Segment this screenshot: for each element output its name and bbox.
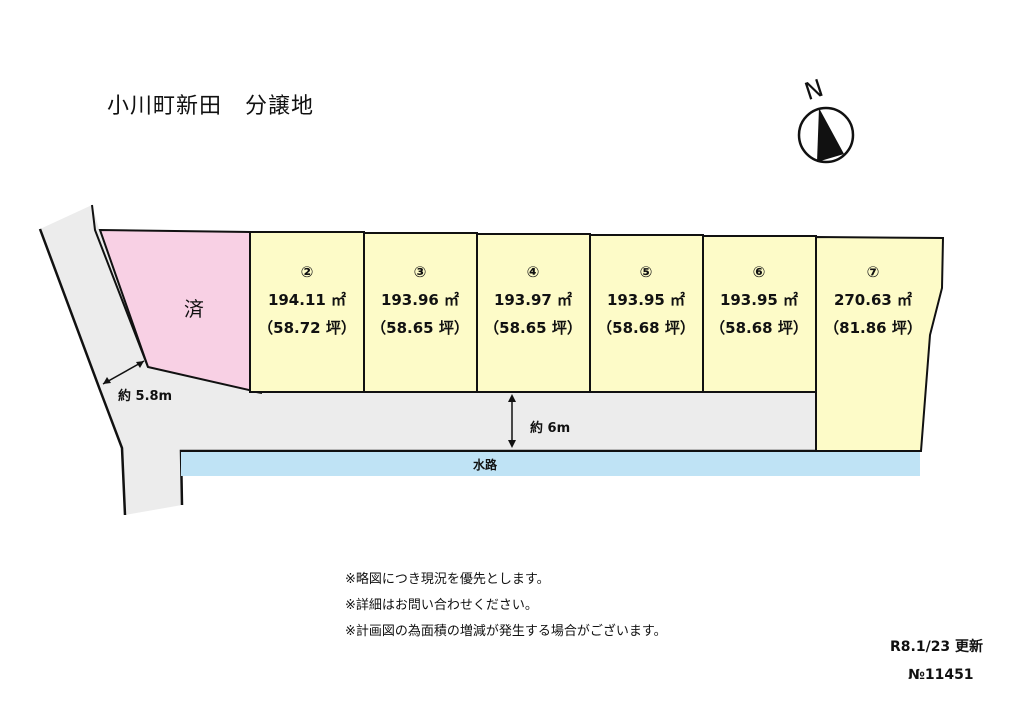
lot-area-m2: 194.11 ㎡ xyxy=(267,291,347,309)
lot-area-tsubo: （58.72 坪） xyxy=(258,319,356,337)
lot-5[interactable] xyxy=(589,234,704,393)
note-3: ※計画図の為面積の増減が発生する場合がございます。 xyxy=(345,624,667,639)
lot-area-tsubo: （81.86 坪） xyxy=(824,319,922,337)
dimension-arrow-5-8m xyxy=(102,360,145,385)
road-edge-bottom xyxy=(179,449,816,506)
lot-number: ⑤ xyxy=(639,263,653,281)
road-edge-left xyxy=(38,228,127,516)
lot-number: ④ xyxy=(526,263,540,281)
lot-4-label[interactable]: ④ 193.97 ㎡ （58.65 坪） xyxy=(478,258,588,342)
lot-area-tsubo: （58.68 坪） xyxy=(597,319,695,337)
north-compass-icon xyxy=(797,106,855,164)
road xyxy=(40,205,816,515)
lot-6-label[interactable]: ⑥ 193.95 ㎡ （58.68 坪） xyxy=(704,258,814,342)
lot-area-m2: 193.96 ㎡ xyxy=(380,291,460,309)
waterway xyxy=(181,452,920,476)
lot-area-m2: 193.95 ㎡ xyxy=(719,291,799,309)
lot-area-tsubo: （58.65 坪） xyxy=(371,319,469,337)
main-road-width: 約 6m xyxy=(530,421,571,436)
note-2: ※詳細はお問い合わせください。 xyxy=(345,598,538,613)
road-edge-right xyxy=(91,204,149,368)
lot-7[interactable] xyxy=(815,235,945,452)
lot-1-status: 済 xyxy=(184,297,204,321)
lot-area-m2: 193.97 ㎡ xyxy=(493,291,573,309)
note-1: ※略図につき現況を優先とします。 xyxy=(345,572,550,587)
lot-4[interactable] xyxy=(476,233,591,393)
lot-area-m2: 193.95 ㎡ xyxy=(606,291,686,309)
lot-3[interactable] xyxy=(363,232,478,393)
lot-area-tsubo: （58.68 坪） xyxy=(710,319,808,337)
lot-7-label[interactable]: ⑦ 270.63 ㎡ （81.86 坪） xyxy=(818,258,928,342)
lot-number: ② xyxy=(300,263,314,281)
lot-6[interactable] xyxy=(702,235,817,393)
dimension-arrow-6m xyxy=(508,394,516,448)
lot-3-label[interactable]: ③ 193.96 ㎡ （58.65 坪） xyxy=(365,258,475,342)
page-title: 小川町新田 分譲地 xyxy=(107,94,315,119)
property-number: №11451 xyxy=(908,667,974,683)
lot-5-label[interactable]: ⑤ 193.95 ㎡ （58.68 坪） xyxy=(591,258,701,342)
waterway-label: 水路 xyxy=(473,458,498,472)
updated-date: R8.1/23 更新 xyxy=(890,639,984,655)
lot-number: ⑦ xyxy=(866,263,880,281)
lot-number: ⑥ xyxy=(752,263,766,281)
lot-2-label[interactable]: ② 194.11 ㎡ （58.72 坪） xyxy=(252,258,362,342)
lot-area-tsubo: （58.65 坪） xyxy=(484,319,582,337)
left-road-width: 約 5.8m xyxy=(118,389,173,404)
lot-number: ③ xyxy=(413,263,427,281)
lot-area-m2: 270.63 ㎡ xyxy=(833,291,913,309)
